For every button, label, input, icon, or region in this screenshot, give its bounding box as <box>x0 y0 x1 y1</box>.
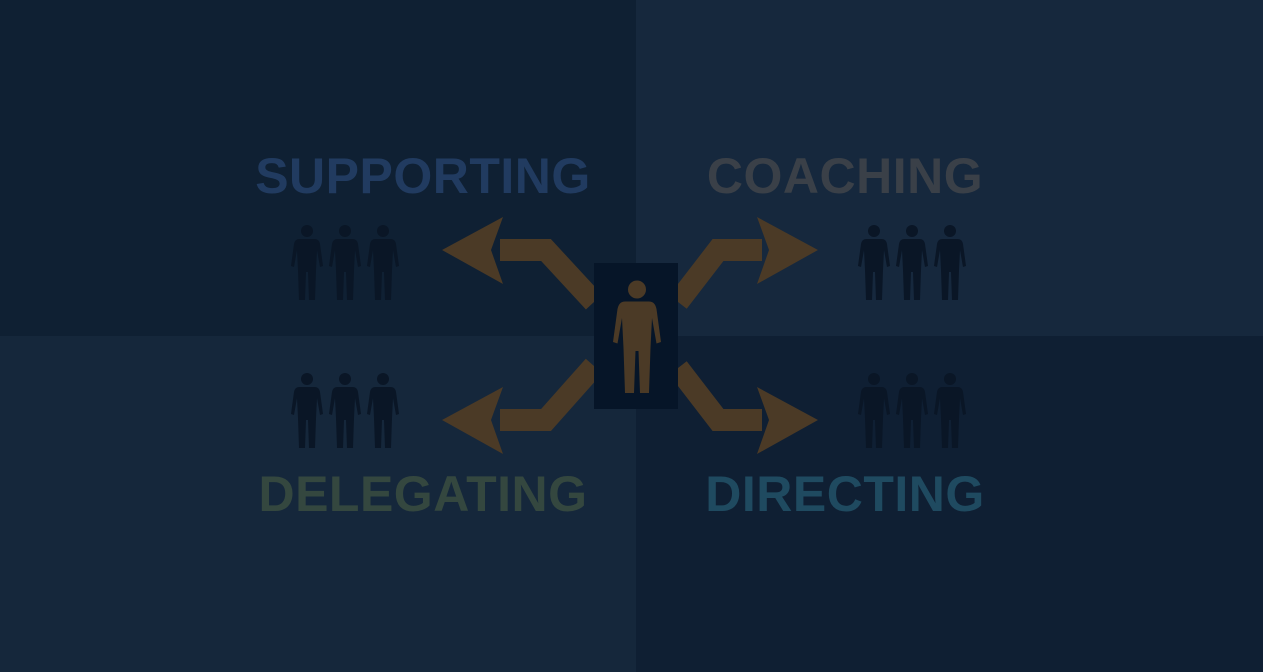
arrowhead-supporting <box>442 217 503 284</box>
arrowhead-delegating <box>442 387 503 454</box>
label-directing: DIRECTING <box>705 466 985 522</box>
arrows <box>442 217 818 454</box>
arrowhead-directing <box>757 387 818 454</box>
label-supporting: SUPPORTING <box>255 148 591 204</box>
arrow-to-supporting <box>500 239 603 310</box>
arrowhead-coaching <box>757 217 818 284</box>
label-coaching: COACHING <box>706 148 984 204</box>
people-group-icon <box>291 225 399 300</box>
person-icon <box>613 280 661 393</box>
arrow-to-directing <box>669 361 762 431</box>
quadrant-top-left <box>0 0 636 336</box>
label-delegating: DELEGATING <box>258 466 588 522</box>
people-group-icon <box>291 373 399 448</box>
arrow-to-delegating <box>500 358 603 431</box>
people-group-icon <box>858 373 966 448</box>
quadrant-top-right <box>636 0 1263 336</box>
people-group-icon <box>858 225 966 300</box>
arrow-to-coaching <box>669 239 762 309</box>
